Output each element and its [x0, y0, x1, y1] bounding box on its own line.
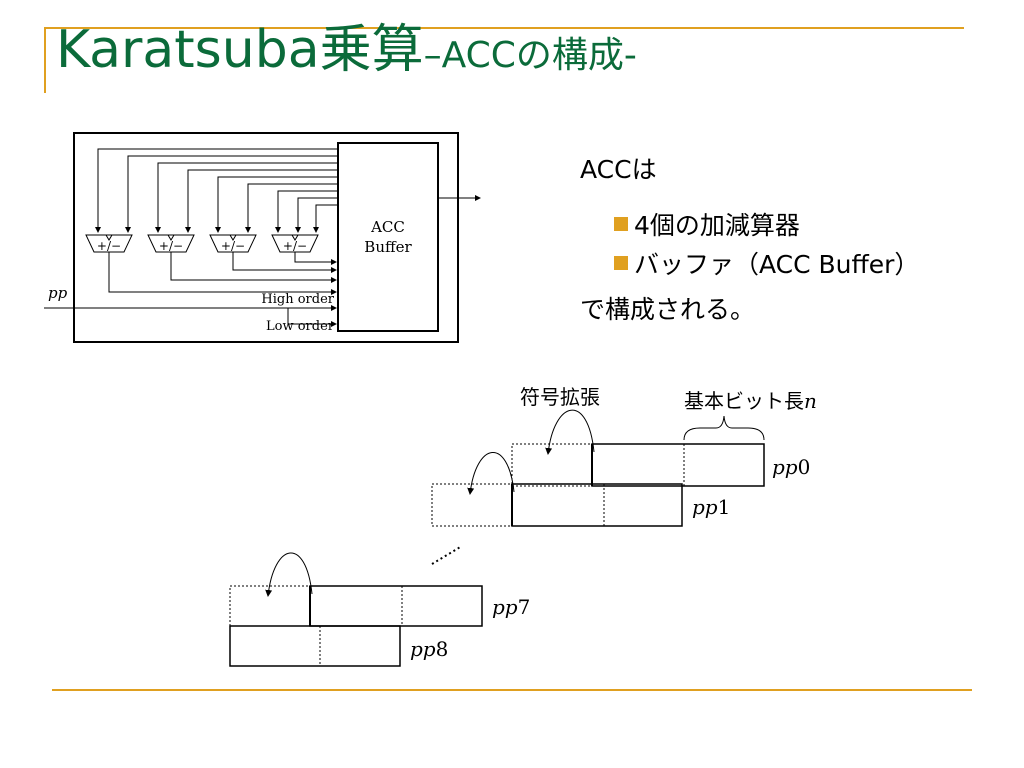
- acc-buffer-box: [337, 142, 439, 332]
- adder-2-label: +/−: [159, 239, 183, 253]
- pp0-label: pp0: [772, 455, 810, 479]
- title-sub: –ACCの構成-: [423, 35, 637, 76]
- bullet-2: バッファ（ACC Buffer）: [614, 245, 919, 281]
- pp1-sign-ext-cell: [431, 483, 513, 527]
- n-symbol: n: [804, 389, 817, 413]
- basic-bit-length-text: 基本ビット長: [684, 389, 804, 413]
- acc-circuit-diagram: ACC Buffer +/− +/− +/− +/−: [44, 132, 481, 343]
- adder-3: +/−: [209, 234, 257, 253]
- top-rule: [44, 27, 964, 29]
- bullet-1-text: 4個の加減算器: [634, 211, 800, 240]
- pp7-label: pp7: [492, 595, 530, 619]
- bullet-square-icon: [614, 217, 628, 231]
- pp7-sign-ext-cell: [229, 585, 311, 627]
- high-order-label: High order: [261, 292, 334, 307]
- bullet-2-text: バッファ（ACC Buffer）: [634, 250, 920, 279]
- acc-buffer-label-2: Buffer: [364, 238, 412, 256]
- adder-4-label: +/−: [283, 239, 307, 253]
- bullet-1: 4個の加減算器: [614, 206, 800, 242]
- circuit-frame: [73, 132, 459, 343]
- pp-input-lines: [44, 305, 337, 327]
- bullet-square-icon: [614, 256, 628, 270]
- acc-buffer-label-1: ACC: [370, 218, 405, 236]
- pp8-box: [229, 625, 401, 667]
- adder-2: +/−: [147, 234, 195, 253]
- pp7-box: [309, 585, 483, 627]
- adder-output-lines: [108, 252, 337, 295]
- pp1-sign-ext-arrow: [467, 452, 515, 495]
- intro-text: ACCは: [580, 155, 657, 184]
- pp1-label: pp1: [692, 495, 730, 519]
- bottom-rule: [52, 689, 972, 691]
- bit-length-brace: [683, 415, 765, 441]
- adder-1: +/−: [85, 234, 133, 253]
- partial-product-diagram: 符号拡張 基本ビット長n pp0 pp1 pp7 pp8: [229, 385, 817, 667]
- pp-input-label: pp: [48, 284, 68, 302]
- pp7-sign-ext-arrow: [265, 552, 313, 597]
- adder-3-label: +/−: [221, 239, 245, 253]
- pp1-box: [511, 483, 683, 527]
- pp0-sign-ext-cell: [511, 443, 593, 487]
- low-order-label: Low order: [266, 319, 335, 334]
- adder-4: +/−: [271, 234, 319, 253]
- outro-text: で構成される。: [580, 295, 756, 324]
- title-main: Karatsuba乗算: [56, 20, 424, 80]
- ellipsis-dots: [431, 545, 463, 565]
- basic-bit-length-label: 基本ビット長n: [684, 389, 817, 413]
- left-rule: [44, 27, 46, 93]
- pp8-label: pp8: [410, 637, 448, 661]
- pp0-box: [591, 443, 765, 487]
- sign-extension-label: 符号拡張: [520, 385, 600, 409]
- pp0-sign-ext-arrow: [545, 409, 595, 455]
- slide-title: Karatsuba乗算–ACCの構成-: [56, 24, 637, 76]
- adder-1-label: +/−: [97, 239, 121, 253]
- feedback-lines: [95, 148, 338, 233]
